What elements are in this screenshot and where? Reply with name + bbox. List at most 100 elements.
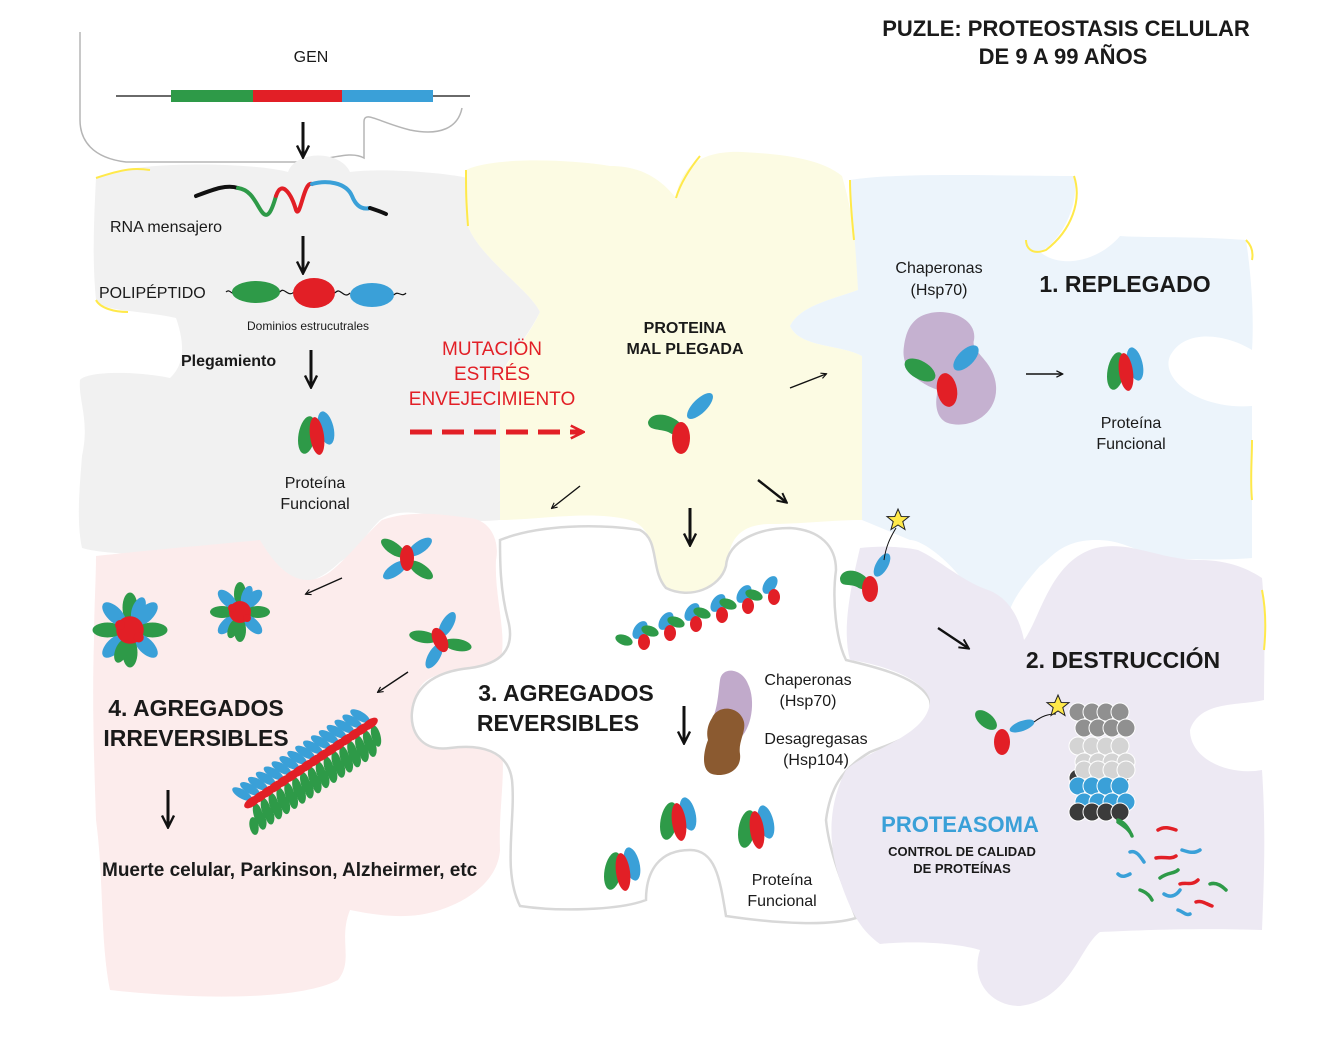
proteasome-subunit (1110, 802, 1130, 822)
fibril-blade (334, 719, 355, 734)
stress-line-3: ENVEJECIMIENTO (409, 389, 575, 410)
reversible-section: 3. AGREGADOS REVERSIBLES Chaperonas (Hsp… (477, 573, 868, 910)
fibril-blade (312, 775, 322, 794)
reversible-chaperone-label-2: (Hsp70) (780, 693, 837, 710)
fibril-blade (343, 754, 354, 773)
polypeptide-label: POLIPÉPTIDO (99, 283, 206, 302)
synthesis-section: GEN RNA mensajero POLIPÉPTIDO Domi (99, 49, 470, 513)
amyloid-fibril (232, 709, 382, 835)
fibril-blade (257, 811, 267, 830)
misfolded-section: PROTEINA MAL PLEGADA (552, 320, 826, 544)
disaggregase-label-1: Desagregasas (764, 731, 867, 748)
misfolded-line-1: PROTEINA (644, 320, 727, 337)
fibril-blade (296, 785, 306, 804)
proteasome-subunit (1116, 718, 1136, 738)
puzzle-piece-destruction (831, 546, 1265, 1006)
fibril-blade (280, 796, 291, 815)
fibril-blade (247, 776, 268, 791)
fibril-blade (249, 817, 259, 835)
functional-label-synthesis-2: Funcional (280, 496, 349, 513)
puzzle-piece-synthesis (78, 155, 540, 582)
destruction-heading: 2. DESTRUCCIÓN (1026, 646, 1220, 673)
reversible-functional-label-2: Funcional (747, 893, 816, 910)
aggregate-flower-2 (210, 582, 270, 642)
mrna-label: RNA mensajero (110, 219, 222, 236)
fibril-blade (318, 730, 339, 744)
fibril-blade (367, 739, 377, 757)
puzzle-piece-gene (79, 32, 463, 163)
fibril-blade (335, 759, 346, 778)
fibril-blade (272, 801, 283, 820)
fibril-blade (265, 806, 275, 825)
fibril-blade (232, 787, 252, 801)
proteasome-subunit (1110, 776, 1130, 796)
polypeptide-chain (225, 278, 407, 308)
peptide-fragments (1116, 820, 1228, 917)
ubiquitin-tagged-protein (840, 508, 910, 602)
proteasome-subunit (1110, 736, 1130, 756)
fibril-blade (263, 766, 284, 780)
puzzle-piece-reversible (410, 525, 932, 925)
misfolded-line-2: MAL PLEGADA (626, 341, 743, 358)
arrow-to-irreversible (552, 485, 581, 508)
arrow-to-oligomer (306, 577, 343, 594)
proteasome-subunit (1110, 702, 1130, 722)
fibril-blade (279, 756, 299, 770)
refolding-chaperone-label-1: Chaperonas (895, 260, 982, 277)
fibril-blade (287, 750, 307, 765)
disaggregase-complex (704, 670, 753, 776)
fibril-blade (326, 724, 347, 739)
aggregate-flower-1 (92, 592, 168, 668)
fibril-blade (240, 782, 260, 796)
domains-label: Dominios estrucutrales (247, 319, 369, 333)
puzzle-piece-misfolded (466, 151, 862, 593)
fibril-blade (320, 770, 330, 789)
proteasome-subunit (1116, 760, 1136, 780)
fibril-blade (350, 709, 370, 723)
gene-label: GEN (294, 49, 329, 66)
fibril-core (362, 717, 378, 731)
title-line-1: PUZLE: PROTEOSTASIS CELULAR (882, 16, 1250, 41)
qc-line-1: CONTROL DE CALIDAD (888, 844, 1036, 859)
chaperone-complex (903, 312, 997, 425)
stress-line-2: ESTRÉS (454, 364, 530, 385)
stress-section: MUTACIÖN ESTRÉS ENVEJECIMIENTO (409, 339, 582, 432)
refolding-section: 1. REPLEGADO Chaperonas (Hsp70) Proteína… (895, 260, 1210, 453)
fibril-blade (303, 740, 323, 754)
fibril-blade (295, 745, 315, 760)
reversible-functional-label-1: Proteína (752, 872, 813, 889)
reversible-chaperone-label-1: Chaperonas (764, 672, 851, 689)
fibril-blade (271, 761, 292, 775)
refolding-chaperone-label-2: (Hsp70) (911, 282, 968, 299)
title-block: PUZLE: PROTEOSTASIS CELULAR DE 9 A 99 AÑ… (882, 16, 1250, 69)
arrow-to-destruction (757, 479, 786, 502)
folding-label: Plegamiento (181, 353, 276, 370)
proteasome-label: PROTEASOMA (881, 812, 1039, 837)
functional-label-synthesis-1: Proteína (285, 475, 346, 492)
fibril-blade (359, 744, 369, 763)
irreversible-section: 4. AGREGADOS IRREVERSIBLES Muerte celula… (92, 534, 478, 881)
refolding-heading: 1. REPLEGADO (1039, 271, 1210, 297)
refolding-functional-label-1: Proteína (1101, 415, 1162, 432)
fibril-blade (255, 771, 276, 786)
gene-bar (116, 90, 470, 102)
fibril-blade (310, 735, 331, 749)
arrow-to-refolding (789, 374, 826, 389)
fibril-blade (342, 714, 362, 728)
reversible-heading-2: REVERSIBLES (477, 710, 639, 736)
irreversible-heading-2: IRREVERSIBLES (103, 725, 288, 751)
fibril-blade (351, 749, 361, 768)
substrate-into-proteasome (975, 694, 1070, 755)
fibril-blade (304, 780, 314, 799)
mrna-strand (194, 180, 388, 217)
arrow-to-fibril (378, 671, 409, 692)
disaggregase-label-2: (Hsp104) (783, 752, 849, 769)
reversible-heading-1: 3. AGREGADOS (478, 680, 654, 706)
stress-line-1: MUTACIÖN (442, 339, 542, 360)
irreversible-outcome: Muerte celular, Parkinson, Alzheirmer, e… (102, 860, 478, 881)
refolding-functional-label-2: Funcional (1096, 436, 1165, 453)
qc-line-2: DE PROTEÍNAS (913, 861, 1011, 876)
destruction-section: 2. DESTRUCCIÓN PROTEASOMA CONTROL DE (840, 508, 1228, 917)
fibril-blade (327, 765, 338, 783)
